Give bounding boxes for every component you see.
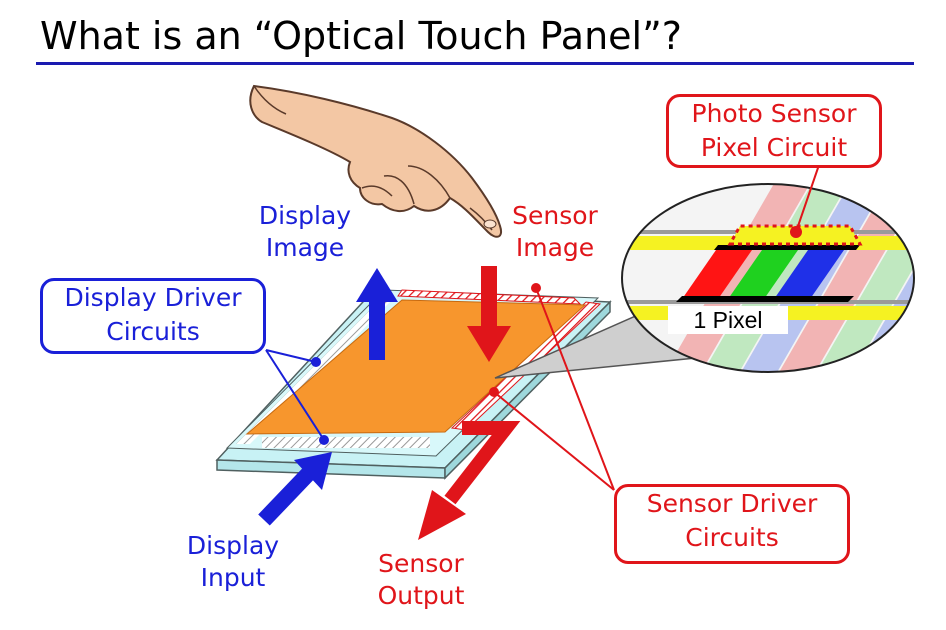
display-image-arrow: [356, 268, 398, 360]
subpixel-blue: [772, 250, 844, 302]
pointing-hand-icon: [249, 84, 502, 238]
slide-title: What is an “Optical Touch Panel”?: [40, 14, 682, 58]
one-pixel-label: 1 Pixel: [668, 306, 788, 334]
display-driver-anchor-dot-1: [311, 357, 321, 367]
sensor-output-arrow: [418, 421, 521, 540]
display-driver-anchor-dot-2: [319, 435, 329, 445]
sensor-driver-anchor-dot-1: [531, 283, 541, 293]
leader-lines: [265, 161, 821, 491]
title-underline: [36, 62, 914, 65]
photo-sensor-anchor-dot: [790, 226, 802, 238]
subpixel-green: [726, 250, 798, 302]
display-driver-strip-bottom: [262, 437, 430, 448]
subpixel-red: [680, 250, 752, 302]
display-driver-strip-left: [236, 300, 392, 444]
sensor-driver-anchor-dot-2: [489, 387, 499, 397]
sensor-image-arrow: [467, 266, 511, 362]
display-input-arrow: [258, 452, 332, 526]
